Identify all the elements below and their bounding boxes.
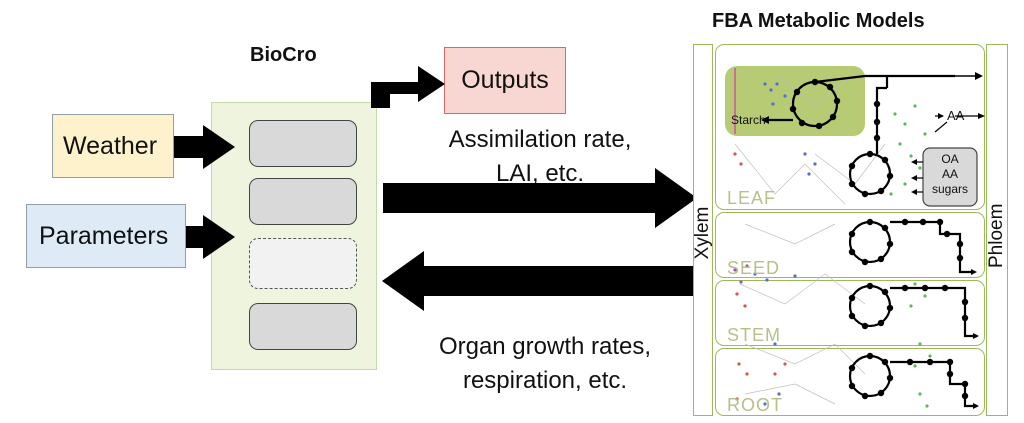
metabolic-network-drawing (725, 66, 985, 409)
weather-arrow (174, 125, 235, 169)
organ-panel-root (715, 348, 985, 416)
xylem-label: Xylem (692, 206, 713, 260)
fba-title: FBA Metabolic Models (712, 10, 925, 32)
export-sugars: sugars (931, 182, 969, 196)
export-aa: AA (941, 167, 958, 181)
organ-panel-seed (715, 212, 985, 278)
chloroplast-region (725, 66, 865, 136)
phloem-label: Phloem (986, 203, 1007, 268)
to-fba-arrow (383, 168, 697, 228)
assimilation-line-2: LAI, etc. (495, 160, 585, 187)
weather-label: Weather (63, 131, 158, 160)
organ-label-root: ROOT (727, 395, 783, 415)
arrows-layer (174, 66, 697, 311)
leaf-exports-list: OA AA sugars (923, 152, 977, 197)
biocro-module-panel (211, 102, 377, 370)
to-biocro-arrow (382, 251, 696, 311)
module-slot-optional (249, 238, 357, 289)
assimilation-line-1: Assimilation rate, (448, 126, 632, 153)
organ-panel-stem (715, 280, 985, 346)
outputs-box: Outputs (444, 47, 566, 114)
organ-label-leaf: LEAF (727, 188, 777, 208)
xylem-bar (693, 44, 713, 416)
parameters-arrow (186, 215, 235, 259)
weather-input-box: Weather (52, 114, 174, 178)
organ-panel-leaf (715, 44, 985, 210)
growth-caption: Organ growth rates, respiration, etc. (422, 330, 668, 398)
aa-top-label: AA (947, 108, 965, 123)
starch-label: Starch (731, 113, 766, 127)
parameters-label: Parameters (39, 221, 169, 250)
biocro-title: BioCro (250, 44, 317, 66)
outputs-arrow (371, 66, 445, 108)
module-slot-2 (249, 178, 357, 225)
organ-label-stem: STEM (727, 325, 782, 345)
module-slot-1 (249, 120, 357, 167)
parameters-input-box: Parameters (26, 204, 186, 268)
leaf-export-box (922, 147, 978, 207)
assimilation-caption: Assimilation rate, LAI, etc. (430, 123, 650, 191)
phloem-bar (986, 44, 1008, 416)
organ-label-seed: SEED (727, 258, 781, 278)
module-slot-4 (249, 303, 357, 350)
export-oa: OA (941, 152, 959, 166)
outputs-label: Outputs (461, 66, 549, 94)
growth-line-1: Organ growth rates, (438, 333, 652, 360)
growth-line-2: respiration, etc. (462, 367, 628, 394)
